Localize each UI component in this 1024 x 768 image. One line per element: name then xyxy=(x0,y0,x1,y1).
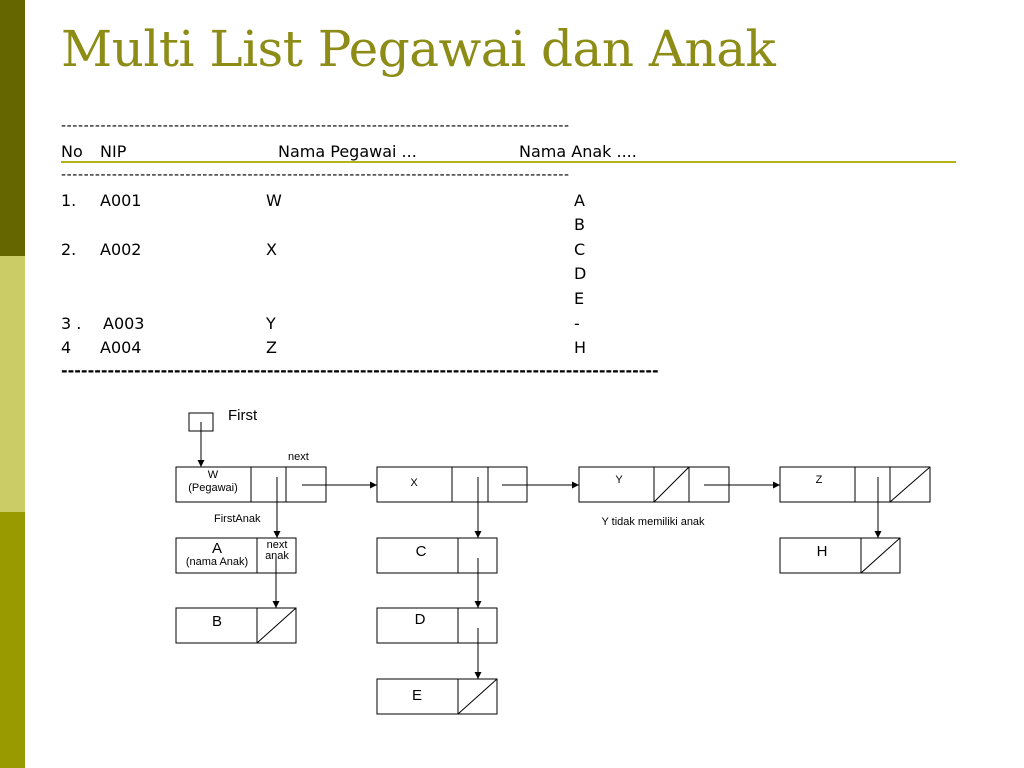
parent-node-z xyxy=(779,466,931,503)
row-nip: A004 xyxy=(100,338,142,357)
accent-bar-bottom xyxy=(0,512,25,768)
node-label-c: C xyxy=(416,543,427,560)
null-slash xyxy=(256,607,297,644)
row-anak: C xyxy=(574,240,586,259)
child-node-h xyxy=(779,537,901,574)
null-slash xyxy=(860,537,901,574)
row-anak: D xyxy=(574,264,587,283)
node-label-h: H xyxy=(817,543,828,560)
row-no: 3 . xyxy=(61,314,82,333)
node-label-d: D xyxy=(415,611,426,628)
row-nama: W xyxy=(266,191,282,210)
title-underline xyxy=(61,161,956,163)
next-anak-label-1: next xyxy=(267,539,288,551)
row-nama: Z xyxy=(266,338,277,357)
next-label: next xyxy=(288,451,309,463)
table-rule-top: ----------------------------------------… xyxy=(61,119,570,133)
null-slash xyxy=(457,678,498,715)
node-sub-w: (Pegawai) xyxy=(188,482,238,494)
node-sub-a: (nama Anak) xyxy=(186,556,248,568)
node-label-b: B xyxy=(212,613,222,630)
row-nama: X xyxy=(266,240,277,259)
null-slash xyxy=(889,466,931,503)
child-node-b xyxy=(175,607,297,644)
row-nip: A002 xyxy=(100,240,142,259)
table-rule-header: ----------------------------------------… xyxy=(61,168,570,182)
next-anak-label-2: anak xyxy=(265,550,289,562)
row-nama: Y xyxy=(266,314,276,333)
row-anak: H xyxy=(574,338,587,357)
row-no: 4 xyxy=(61,338,72,357)
row-anak: E xyxy=(574,289,585,308)
row-nip: A001 xyxy=(100,191,142,210)
header-nip: NIP xyxy=(100,142,127,161)
slide-title: Multi List Pegawai dan Anak xyxy=(61,20,776,78)
header-nama-pegawai: Nama Pegawai ... xyxy=(278,142,417,161)
row-nip: A003 xyxy=(103,314,145,333)
child-node-e xyxy=(376,678,498,715)
row-anak: - xyxy=(574,314,580,333)
row-anak: A xyxy=(574,191,585,210)
header-no: No xyxy=(61,142,83,161)
header-nama-anak: Nama Anak .... xyxy=(519,142,637,161)
null-slash xyxy=(653,466,690,503)
accent-bar-middle xyxy=(0,256,25,512)
y-note-label: Y tidak memiliki anak xyxy=(601,516,705,528)
accent-bar-top xyxy=(0,0,25,256)
node-label-w: W xyxy=(208,469,219,481)
row-no: 1. xyxy=(61,191,77,210)
child-node-c xyxy=(376,537,498,574)
node-label-z: Z xyxy=(816,474,823,486)
row-no: 2. xyxy=(61,240,77,259)
node-label-e: E xyxy=(412,687,422,704)
child-node-d xyxy=(376,607,498,644)
firstanak-label: FirstAnak xyxy=(214,513,261,525)
first-label: First xyxy=(228,407,258,424)
table-rule-bottom: ----------------------------------------… xyxy=(61,364,659,378)
node-label-a: A xyxy=(212,540,222,557)
child-node-a xyxy=(175,537,297,574)
node-label-y: Y xyxy=(615,474,623,486)
node-label-x: X xyxy=(410,477,418,489)
row-anak: B xyxy=(574,215,585,234)
